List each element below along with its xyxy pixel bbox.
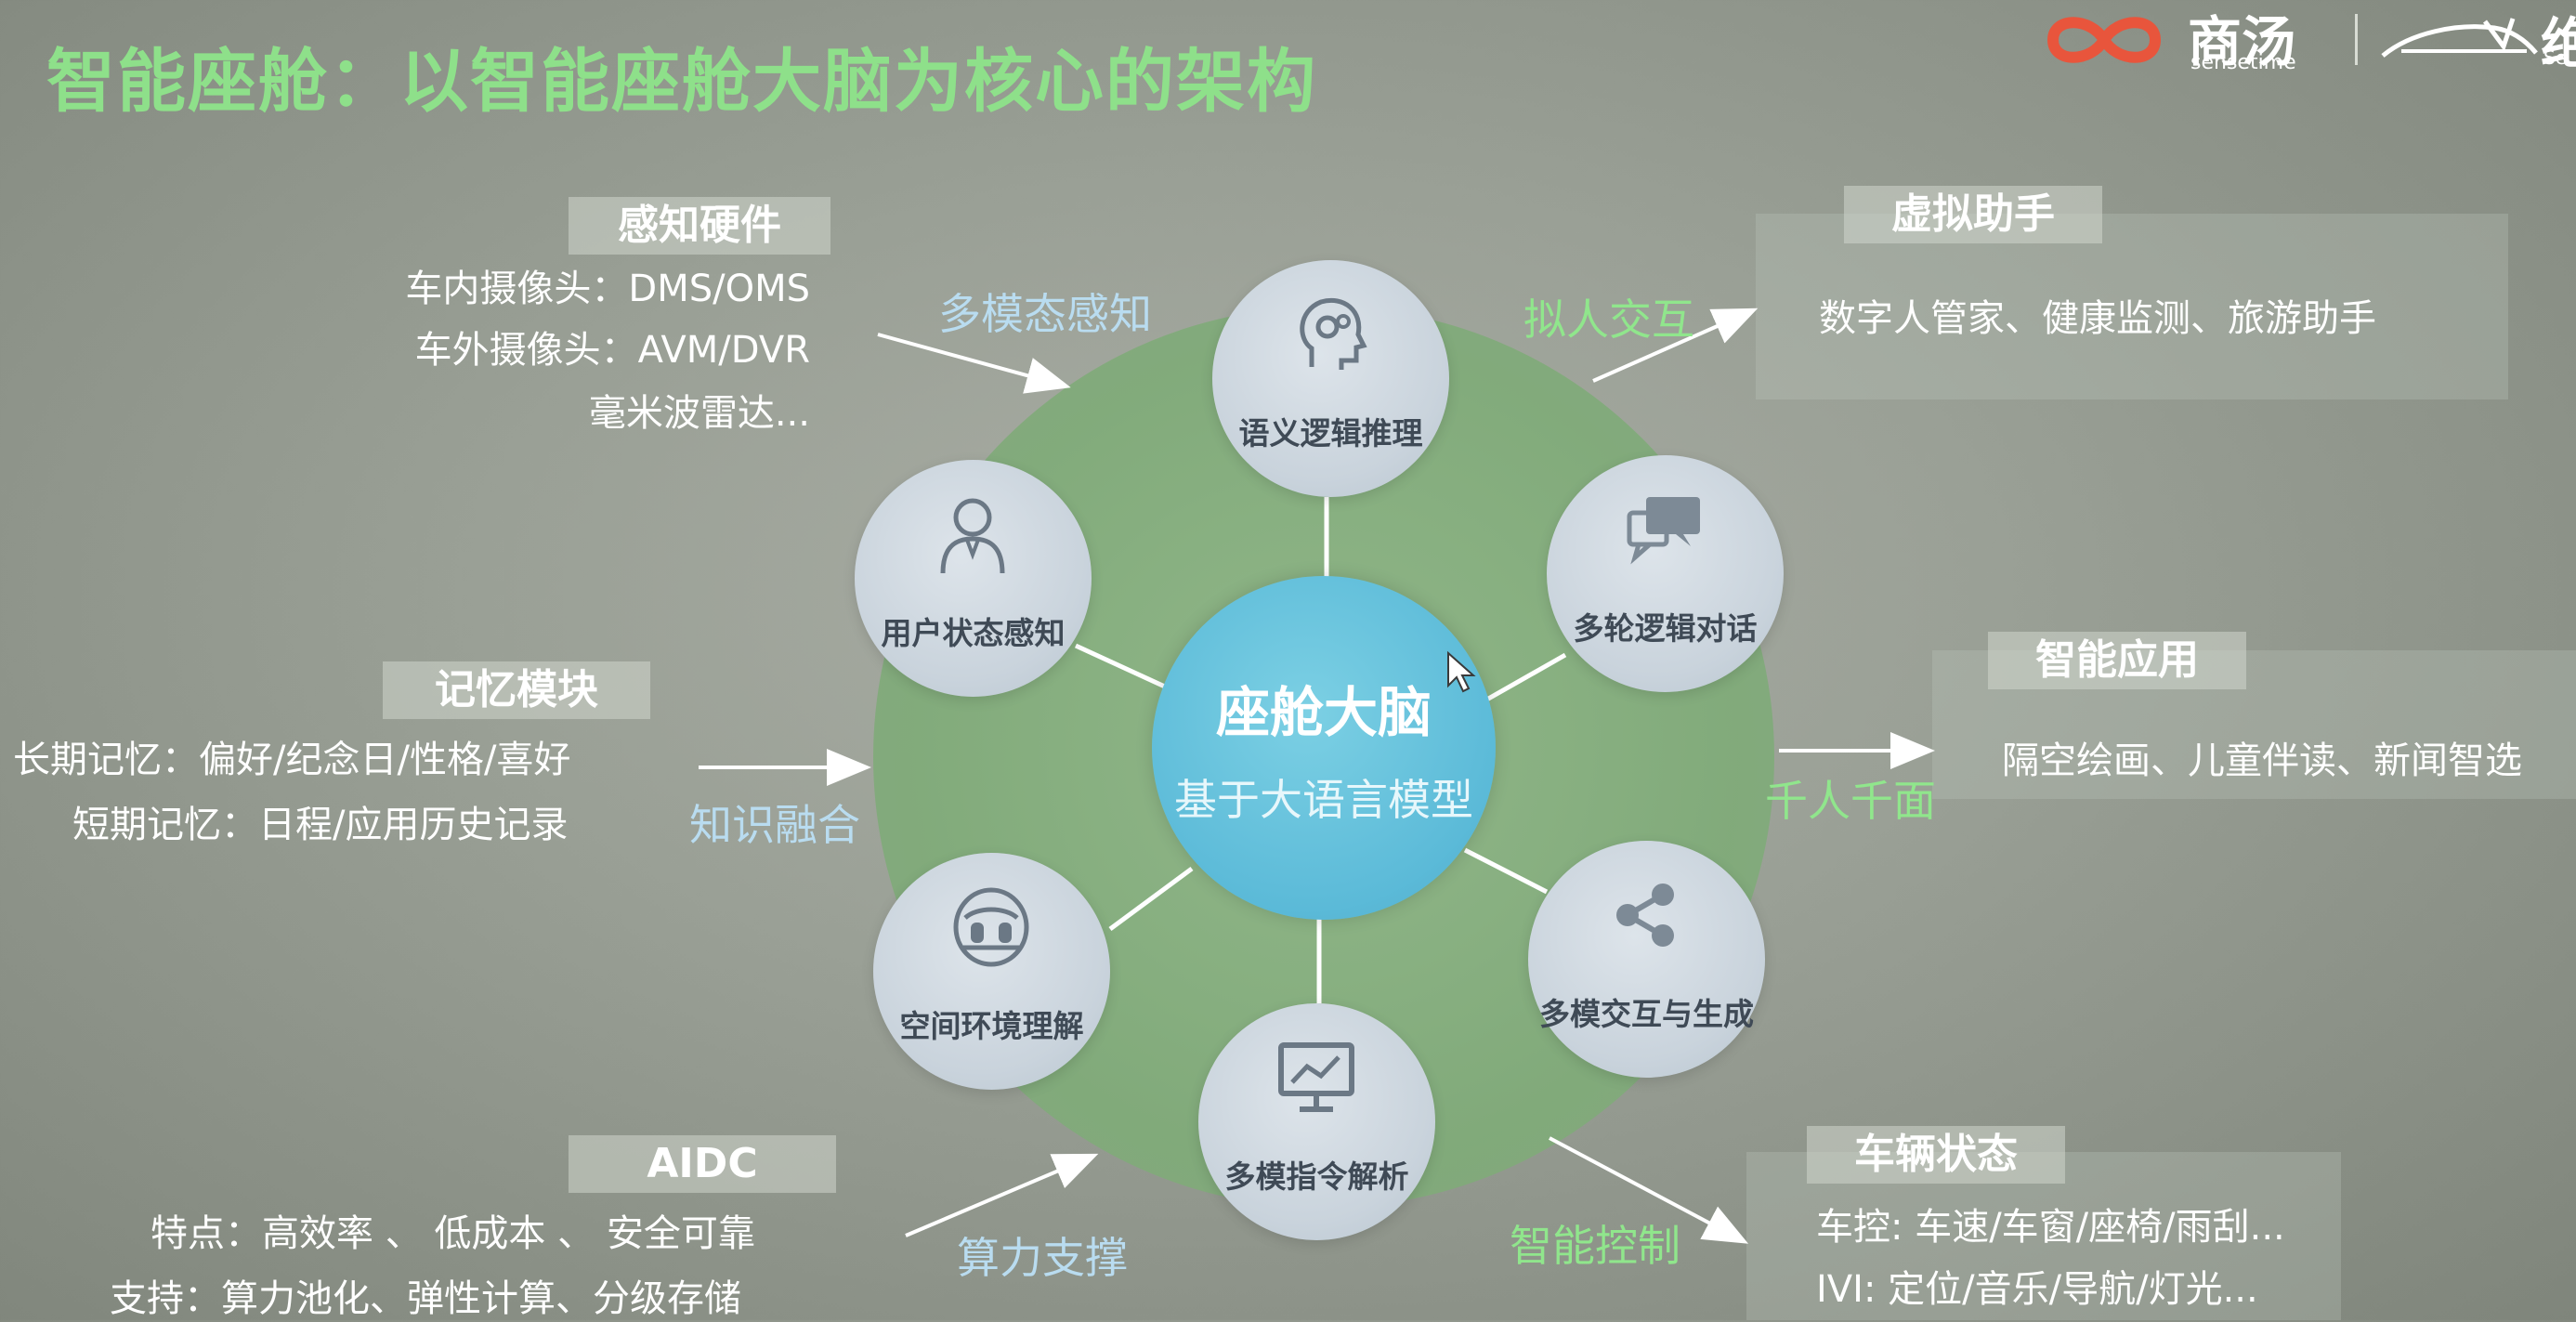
car-interior-icon xyxy=(953,887,1029,967)
memory-flow-label: 知识融合 xyxy=(689,800,860,850)
node-user-state: 用户状态感知 xyxy=(855,460,1092,697)
aidc-line-1: 特点：高效率 、 低成本 、 安全可靠 xyxy=(150,1212,755,1255)
core-subtitle: 基于大语言模型 xyxy=(1174,775,1473,825)
node-label: 空间环境理解 xyxy=(899,1008,1084,1044)
chat-bubbles-icon xyxy=(1627,497,1700,565)
aidc-flow-label: 算力支撑 xyxy=(957,1233,1128,1283)
perception-arrow xyxy=(877,333,1071,394)
aidc-heading: AIDC xyxy=(569,1135,836,1193)
perception-heading: 感知硬件 xyxy=(569,197,830,255)
spoke-lines xyxy=(1074,497,1567,1003)
node-label: 语义逻辑推理 xyxy=(1238,415,1423,452)
cockpit-brain-core: 座舱大脑 基于大语言模型 xyxy=(1152,576,1496,920)
perception-flow-label: 多模态感知 xyxy=(938,289,1152,339)
vehicle-flow-label: 智能控制 xyxy=(1510,1221,1680,1271)
mouse-cursor-icon xyxy=(1447,650,1476,693)
slide-title: 智能座舱：以智能座舱大脑为核心的架构 xyxy=(46,42,1317,122)
memory-line-1: 长期记忆：偏好/纪念日/性格/喜好 xyxy=(13,739,571,781)
node-label: 多模交互与生成 xyxy=(1539,996,1754,1032)
car-logo-icon xyxy=(2381,18,2538,58)
apps-line-1: 隔空绘画、儿童伴读、新闻智选 xyxy=(2002,740,2522,782)
memory-heading: 记忆模块 xyxy=(383,661,650,719)
partner-logo-en: Se xyxy=(2543,46,2567,69)
share-nodes-icon xyxy=(1616,884,1674,947)
node-multimodal-generation: 多模交互与生成 xyxy=(1528,841,1765,1078)
memory-line-2: 短期记忆：日程/应用历史记录 xyxy=(72,804,569,846)
apps-heading: 智能应用 xyxy=(1988,632,2246,689)
apps-flow-label: 千人千面 xyxy=(1765,776,1936,826)
perception-line-3: 毫米波雷达... xyxy=(588,392,810,435)
user-icon xyxy=(940,498,1005,574)
vehicle-line-1: 车控: 车速/车窗/座椅/雨刮... xyxy=(1816,1206,2285,1249)
vehicle-line-2: IVI: 定位/音乐/导航/灯光... xyxy=(1816,1268,2258,1311)
node-semantic-reasoning: 语义逻辑推理 xyxy=(1212,260,1449,497)
perception-line-1: 车内摄像头：DMS/OMS xyxy=(405,268,810,310)
brand-name-en: sensetime xyxy=(2190,51,2296,74)
perception-line-2: 车外摄像头：AVM/DVR xyxy=(414,329,810,372)
aidc-line-2: 支持：算力池化、弹性计算、分级存储 xyxy=(110,1277,741,1320)
logo-area: 商汤 sensetime 绝 Se xyxy=(2034,0,2576,84)
node-multi-turn-dialogue: 多轮逻辑对话 xyxy=(1547,455,1784,692)
assistant-flow-label: 拟人交互 xyxy=(1523,295,1694,345)
assistant-heading: 虚拟助手 xyxy=(1844,186,2102,243)
monitor-chart-icon xyxy=(1278,1042,1354,1112)
node-multimodal-instruction: 多模指令解析 xyxy=(1198,1003,1435,1240)
node-spatial-understanding: 空间环境理解 xyxy=(873,853,1110,1090)
assistant-line-1: 数字人管家、健康监测、旅游助手 xyxy=(1819,297,2376,340)
vehicle-heading: 车辆状态 xyxy=(1807,1126,2065,1184)
aidc-arrow xyxy=(905,1153,1099,1237)
head-gears-icon xyxy=(1300,298,1367,370)
node-label: 多轮逻辑对话 xyxy=(1573,610,1758,647)
assistant-panel xyxy=(1756,214,2508,399)
logo-divider xyxy=(2355,14,2358,65)
vehicle-arrow xyxy=(1549,1136,1749,1244)
node-label: 用户状态感知 xyxy=(881,615,1066,651)
brand-name-cn: 商汤 xyxy=(2188,10,2296,73)
sensetime-logo-icon xyxy=(2046,17,2162,63)
assistant-arrow xyxy=(1592,308,1759,383)
core-title: 座舱大脑 xyxy=(1215,681,1432,744)
node-label: 多模指令解析 xyxy=(1224,1158,1409,1195)
partner-logo-text: 绝 xyxy=(2541,12,2576,75)
